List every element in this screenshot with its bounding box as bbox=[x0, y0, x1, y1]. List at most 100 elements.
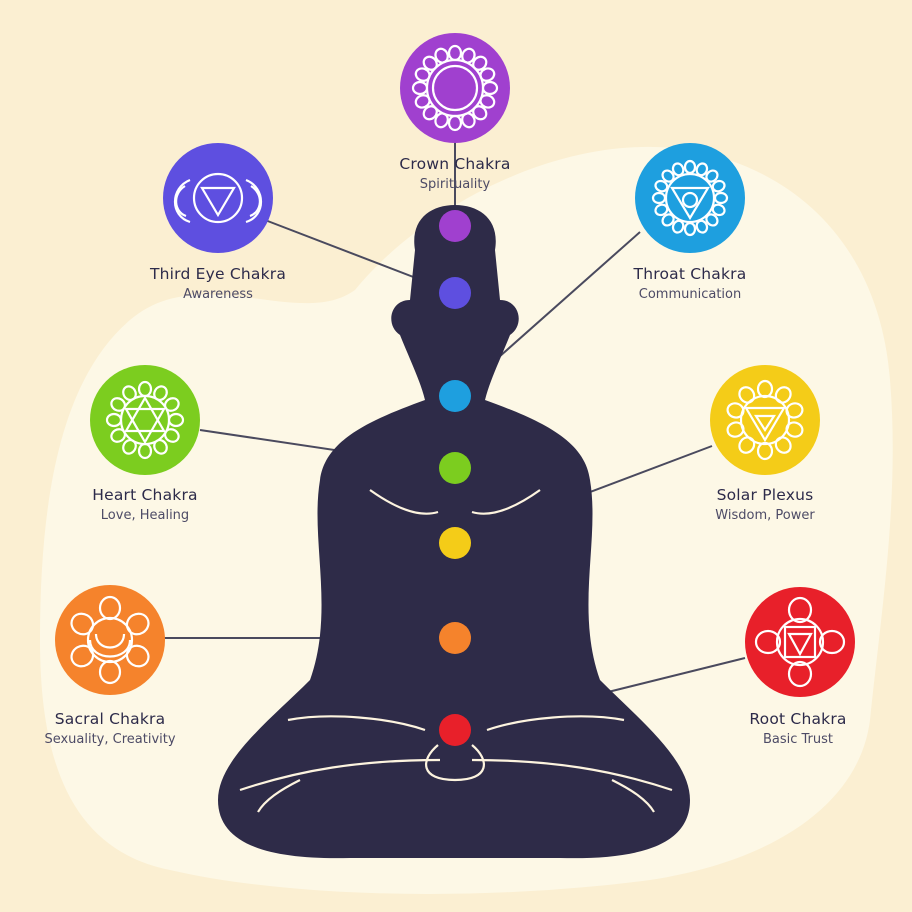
petal bbox=[695, 162, 709, 177]
petal bbox=[661, 169, 675, 183]
petal bbox=[137, 442, 153, 460]
petal bbox=[726, 421, 745, 438]
petal bbox=[163, 397, 180, 412]
petal bbox=[726, 402, 745, 419]
lotus-icon bbox=[411, 44, 499, 132]
chakra-badge-sacral bbox=[55, 585, 165, 695]
petal bbox=[756, 379, 774, 399]
label-crown: Crown Chakra Spirituality bbox=[335, 155, 575, 192]
petal bbox=[125, 644, 150, 668]
chakra-badge-solar-plexus bbox=[710, 365, 820, 475]
petal bbox=[671, 162, 685, 177]
petal bbox=[434, 47, 449, 64]
petal bbox=[122, 438, 137, 455]
petal bbox=[818, 629, 846, 655]
crescent-icon bbox=[70, 595, 150, 685]
petal bbox=[163, 428, 180, 443]
label-throat: Throat Chakra Communication bbox=[570, 265, 810, 302]
petal bbox=[479, 94, 496, 109]
label-heart: Heart Chakra Love, Healing bbox=[25, 486, 265, 523]
petal bbox=[785, 402, 804, 419]
petal bbox=[738, 436, 756, 454]
third-eye-dot bbox=[439, 277, 471, 309]
chakra-meaning: Love, Healing bbox=[100, 507, 190, 523]
chakra-name: Solar Plexus bbox=[716, 486, 814, 504]
petal bbox=[711, 203, 726, 217]
petal bbox=[479, 67, 496, 82]
petal bbox=[481, 80, 499, 96]
petal bbox=[774, 386, 792, 404]
petal bbox=[713, 191, 729, 205]
petal bbox=[167, 412, 185, 428]
body-chakra-dots bbox=[439, 210, 471, 746]
petal bbox=[472, 55, 488, 71]
petal bbox=[711, 179, 726, 193]
square-triangle-icon bbox=[754, 596, 846, 688]
petal bbox=[787, 596, 813, 624]
label-third-eye: Third Eye Chakra Awareness bbox=[98, 265, 338, 302]
chakra-name: Root Chakra bbox=[749, 710, 847, 728]
label-sacral: Sacral Chakra Sexuality, Creativity bbox=[0, 710, 230, 747]
heart-dot bbox=[439, 452, 471, 484]
petal bbox=[705, 169, 719, 183]
petal bbox=[654, 179, 669, 193]
chakra-meaning: Communication bbox=[638, 286, 742, 302]
petal bbox=[98, 595, 122, 621]
petal bbox=[461, 112, 476, 129]
petal bbox=[461, 47, 476, 64]
petal bbox=[472, 105, 488, 121]
chakra-badge-throat bbox=[635, 143, 745, 253]
throat-icon bbox=[651, 159, 729, 237]
chakra-badge-root bbox=[745, 587, 855, 697]
petal bbox=[70, 612, 95, 636]
petal bbox=[683, 159, 697, 175]
chakra-meaning: Spirituality bbox=[419, 176, 491, 192]
petal bbox=[153, 438, 168, 455]
petal bbox=[434, 112, 449, 129]
petal bbox=[661, 213, 675, 227]
petal bbox=[671, 219, 685, 234]
petal bbox=[110, 428, 127, 443]
label-root: Root Chakra Basic Trust bbox=[678, 710, 912, 747]
petal bbox=[651, 191, 667, 205]
petal bbox=[122, 385, 137, 402]
petal bbox=[447, 114, 463, 132]
sacral-dot bbox=[439, 622, 471, 654]
petal bbox=[98, 659, 122, 685]
solar-plexus-icon bbox=[726, 379, 804, 461]
petal bbox=[137, 380, 153, 398]
petal bbox=[414, 94, 431, 109]
petal bbox=[153, 385, 168, 402]
petal bbox=[125, 612, 150, 636]
chakra-meaning: Wisdom, Power bbox=[715, 507, 815, 523]
petal bbox=[774, 436, 792, 454]
chakra-badge-crown bbox=[400, 33, 510, 143]
petal bbox=[683, 221, 697, 237]
chakra-name: Sacral Chakra bbox=[54, 710, 166, 728]
petal bbox=[110, 397, 127, 412]
body-outlines bbox=[239, 489, 673, 813]
chakra-badge-heart bbox=[90, 365, 200, 475]
chakra-meaning: Basic Trust bbox=[762, 731, 834, 747]
chakra-name: Throat Chakra bbox=[633, 265, 747, 283]
chakra-badge-third-eye bbox=[163, 143, 273, 253]
chakra-name: Heart Chakra bbox=[92, 486, 198, 504]
crown-dot bbox=[439, 210, 471, 242]
petal bbox=[754, 629, 782, 655]
petal bbox=[422, 105, 438, 121]
petal bbox=[695, 219, 709, 234]
chakra-meaning: Sexuality, Creativity bbox=[44, 731, 176, 747]
solar-plexus-dot bbox=[439, 527, 471, 559]
chakra-meaning: Awareness bbox=[183, 286, 253, 302]
chakra-name: Third Eye Chakra bbox=[149, 265, 287, 283]
petal bbox=[414, 67, 431, 82]
petal bbox=[738, 386, 756, 404]
petal bbox=[654, 203, 669, 217]
chakra-name: Crown Chakra bbox=[399, 155, 511, 173]
third-eye-icon bbox=[174, 172, 262, 224]
label-solar-plexus: Solar Plexus Wisdom, Power bbox=[645, 486, 885, 523]
petal bbox=[70, 644, 95, 668]
petal bbox=[756, 441, 774, 461]
